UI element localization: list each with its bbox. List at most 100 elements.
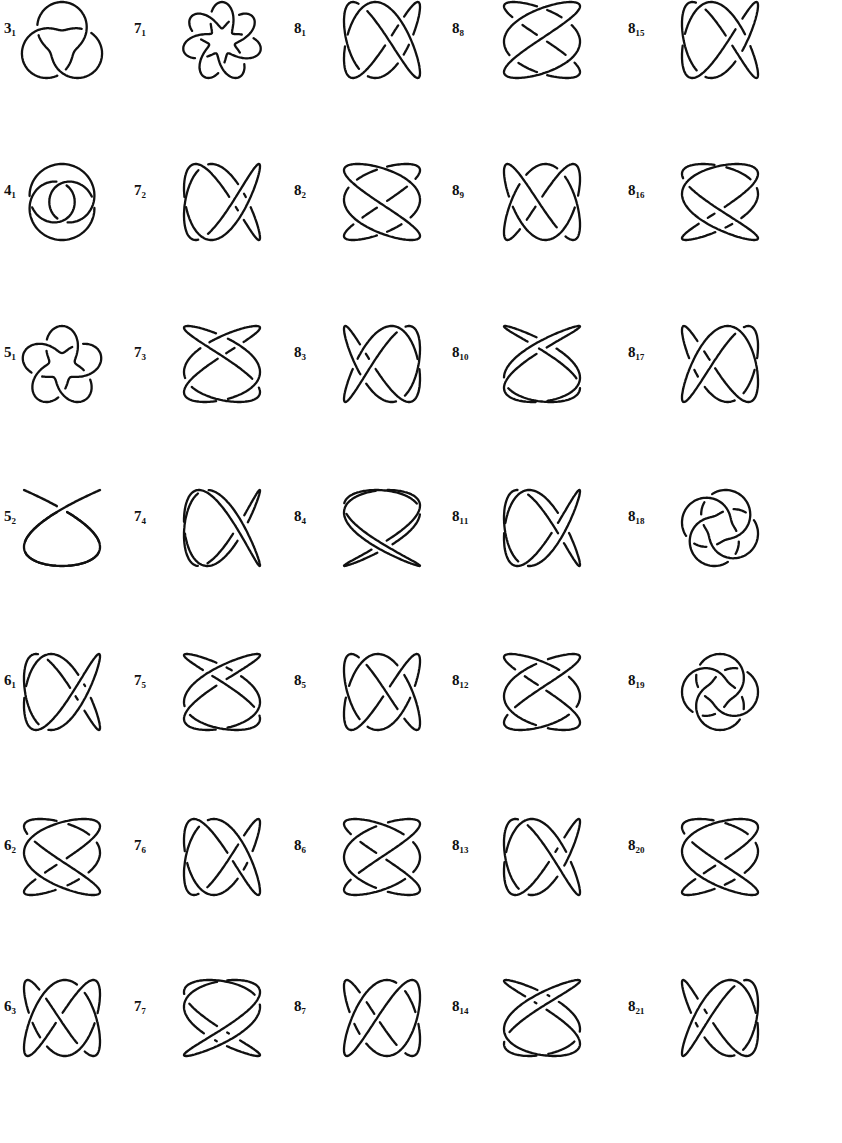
knot-strand xyxy=(504,980,537,996)
knot-strand xyxy=(725,880,735,885)
knot-strand xyxy=(187,863,238,895)
knot-strand xyxy=(84,684,85,686)
knot-strand xyxy=(344,654,360,719)
knot-strand xyxy=(359,819,420,873)
knot-diagram xyxy=(24,654,100,730)
knot-strand xyxy=(184,686,216,730)
knot-diagram xyxy=(22,2,102,78)
knot-strand xyxy=(704,351,709,359)
knot-label: 8₁₈ xyxy=(628,508,645,525)
knot-strand xyxy=(559,1002,580,1032)
knot-strand xyxy=(32,351,58,402)
knot-strand xyxy=(700,654,744,707)
knot-diagram xyxy=(682,2,758,78)
knot-strand xyxy=(504,980,580,1056)
knot-strand xyxy=(189,1004,217,1026)
knot-diagram xyxy=(184,819,260,895)
knot-strand xyxy=(244,490,260,522)
knot-strand xyxy=(42,377,91,403)
knot-strand xyxy=(682,819,758,895)
knot-diagram xyxy=(504,654,580,730)
knot-strand xyxy=(185,534,238,566)
knot-strand xyxy=(349,654,397,686)
knot-label: 4₁ xyxy=(4,182,16,199)
knot-strand xyxy=(528,490,580,566)
knot-strand xyxy=(67,512,99,542)
knot-strand xyxy=(227,668,232,671)
knot-strand xyxy=(85,698,101,730)
knot-strand xyxy=(227,1033,229,1034)
knot-diagram xyxy=(344,654,420,730)
knot-strand xyxy=(226,348,234,353)
knot-strand xyxy=(344,491,420,566)
knot-strand xyxy=(682,164,758,240)
knot-strand xyxy=(184,326,252,379)
knot-strand xyxy=(24,654,39,724)
knot-strand xyxy=(682,326,758,402)
knot-diagram xyxy=(504,326,580,402)
knot-diagram xyxy=(504,2,580,78)
knot-strand xyxy=(360,842,376,853)
knot-strand xyxy=(244,194,246,197)
knot-strand xyxy=(344,332,397,402)
knot-label: 7₃ xyxy=(134,344,146,361)
knot-strand xyxy=(386,860,420,895)
knot-strand xyxy=(504,354,537,402)
knot-strand xyxy=(244,863,248,870)
knot-label: 5₂ xyxy=(4,508,16,525)
knot-strand xyxy=(515,654,580,707)
knot-strand xyxy=(393,514,420,544)
knot-strand xyxy=(49,182,92,219)
knot-strand xyxy=(387,490,420,541)
knot-strand xyxy=(67,512,100,566)
knot-strand xyxy=(344,326,360,374)
knot-label: 8₁₃ xyxy=(452,837,469,854)
knot-strand xyxy=(25,490,100,542)
knot-diagram xyxy=(344,490,420,566)
knot-strand xyxy=(542,164,580,197)
knot-strand xyxy=(682,164,715,178)
knot-strand xyxy=(227,1040,260,1056)
knot-diagram xyxy=(344,326,420,402)
knot-strand xyxy=(24,980,39,1013)
knot-strand xyxy=(682,980,756,1056)
knot-strand xyxy=(547,42,566,55)
knot-diagram xyxy=(504,164,580,240)
knot-strand xyxy=(215,1039,217,1042)
knot-strand xyxy=(744,326,758,358)
knot-strand xyxy=(548,994,550,997)
knot-strand xyxy=(526,164,557,175)
knot-diagram xyxy=(24,980,100,1056)
knot-strand xyxy=(26,654,78,686)
knot-strand xyxy=(85,993,100,1056)
knot-strand xyxy=(696,677,740,730)
knot-strand xyxy=(183,24,212,58)
knot-strand xyxy=(37,2,86,69)
knot-strand xyxy=(47,1023,95,1056)
knot-label: 7₄ xyxy=(134,508,146,525)
knot-strand xyxy=(734,509,746,512)
knot-strand xyxy=(189,14,229,31)
knot-strand xyxy=(76,696,78,699)
knot-strand xyxy=(745,843,758,873)
knot-diagram xyxy=(24,819,100,895)
knot-label: 8₁₁ xyxy=(452,508,469,525)
knot-strand xyxy=(682,668,735,712)
knot-label: 7₂ xyxy=(134,182,146,199)
knot-strand xyxy=(694,370,698,377)
knot-label: 8₁₉ xyxy=(628,672,645,689)
knot-strand xyxy=(529,877,558,895)
knot-label: 8₇ xyxy=(294,998,306,1015)
knot-strand xyxy=(546,691,580,730)
knot-label: 7₁ xyxy=(134,20,146,37)
knot-strand xyxy=(184,819,227,853)
knot-strand xyxy=(387,187,407,201)
knot-strand xyxy=(539,349,576,379)
knot-label: 8₁₇ xyxy=(628,344,645,361)
knot-strand xyxy=(45,865,56,873)
knot-diagram xyxy=(682,819,758,895)
knot-strand xyxy=(344,224,377,240)
knot-strand xyxy=(548,1042,574,1054)
knot-strand xyxy=(25,553,98,567)
